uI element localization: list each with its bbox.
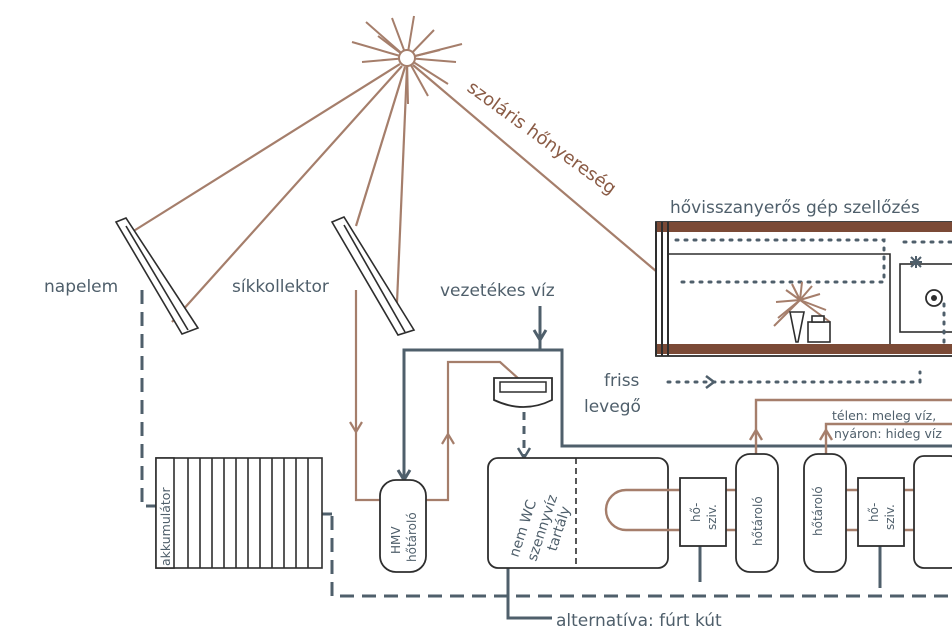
air-flow-dotted xyxy=(666,238,952,384)
hotarolo-tank-3 xyxy=(803,453,847,573)
house-ventilation xyxy=(655,221,952,357)
napelem-panel xyxy=(114,217,200,335)
electric-dashed-line xyxy=(140,290,952,598)
label-ho-siv-1a: hő- xyxy=(689,503,703,522)
label-szolaris-honyereseg: szoláris hőnyereség xyxy=(463,77,620,199)
collector-pipes xyxy=(354,290,521,502)
label-ho-siv-2a: hő- xyxy=(867,503,881,522)
label-akkumulator: akkumulátor xyxy=(158,487,173,566)
label-hmv-hotarolo: hőtároló xyxy=(405,512,419,562)
label-friss: friss xyxy=(604,371,640,391)
hmv-tank xyxy=(379,479,427,573)
solar-rays xyxy=(131,63,743,345)
sun-icon xyxy=(351,15,463,105)
label-hmv: HMV xyxy=(389,526,403,554)
collector-arrows xyxy=(349,421,455,445)
label-napelem: napelem xyxy=(44,277,118,297)
label-ho-siv-1b: sziv. xyxy=(705,504,719,530)
fan-icon xyxy=(910,256,922,268)
sikkollektor-panel xyxy=(330,215,416,336)
hoszivattyu-1 xyxy=(679,477,727,547)
akkumulator-radiator xyxy=(155,457,323,569)
szennyviz-tank xyxy=(487,457,669,569)
lamp-glow-icon xyxy=(773,281,831,327)
label-hotarolo-3: hőtároló xyxy=(811,486,825,536)
edge-tank xyxy=(913,455,952,569)
label-alternativa: alternatíva: fúrt kút xyxy=(556,611,722,631)
label-hotarolo-2: hőtároló xyxy=(751,496,765,546)
hotarolo-tank-2 xyxy=(735,453,779,573)
label-ho-siv-2b: sziv. xyxy=(883,504,897,530)
bottom-pipes xyxy=(322,512,882,620)
label-hovisszanyeros: hővisszanyerős gép szellőzés xyxy=(670,198,920,218)
label-vezetekes-viz: vezetékes víz xyxy=(440,281,555,301)
drain-arrow-icon xyxy=(516,447,532,461)
label-nyaron: nyáron: hideg víz xyxy=(834,426,942,441)
label-sikkollektor: síkkollektor xyxy=(232,277,329,297)
label-levego: levegő xyxy=(584,397,641,417)
wc-cistern xyxy=(493,377,553,408)
air-arrow-icon xyxy=(705,375,717,389)
label-telen: télen: meleg víz, xyxy=(832,408,936,423)
lamp-icon xyxy=(789,311,831,343)
hoszivattyu-2 xyxy=(857,477,905,547)
